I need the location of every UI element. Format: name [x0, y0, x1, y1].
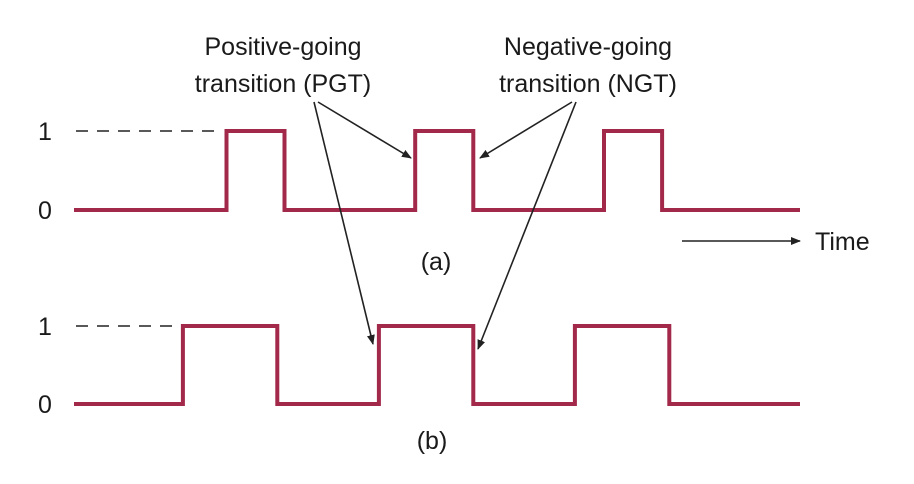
- waveform-b-low-label: 0: [38, 391, 52, 419]
- ngt-label-line1: Negative-going: [504, 33, 672, 61]
- waveform-a-caption: (a): [421, 248, 452, 276]
- pgt-label-line2: transition (PGT): [195, 70, 371, 98]
- ngt-arrow-to-waveform-a: [479, 101, 573, 159]
- ngt-label-line2: transition (NGT): [499, 70, 677, 98]
- waveform-a-low-label: 0: [38, 197, 52, 225]
- waveform-b-signal: [74, 324, 800, 406]
- waveform-a-high-label: 1: [38, 118, 52, 146]
- waveform-b-caption: (b): [417, 427, 448, 455]
- pgt-arrow-to-waveform-a: [317, 101, 412, 159]
- time-label: Time: [815, 228, 870, 256]
- waveform-b-high-label: 1: [38, 313, 52, 341]
- ngt-arrow-to-waveform-b: [477, 101, 577, 350]
- waveform-a: 1 0 (a): [38, 118, 800, 276]
- pgt-label-line1: Positive-going: [204, 33, 361, 61]
- waveform-a-signal: [74, 129, 800, 212]
- pgt-arrow-to-waveform-b: [313, 101, 375, 345]
- waveform-b: 1 0 (b): [38, 313, 800, 455]
